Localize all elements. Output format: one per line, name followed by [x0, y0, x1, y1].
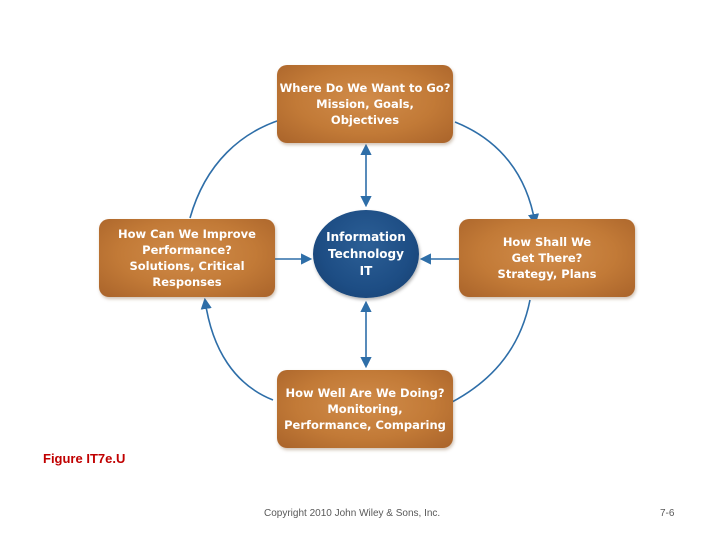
improvement-box-line-3: Solutions, Critical: [129, 259, 245, 273]
monitoring-box-line-3: Performance, Comparing: [284, 418, 446, 432]
center-line-1: Information: [326, 229, 406, 244]
copyright-notice: Copyright 2010 John Wiley & Sons, Inc.: [264, 508, 441, 519]
cycle-arrow-top-to-right: [454, 121, 540, 226]
strategy-box: How Shall We Get There? Strategy, Plans: [459, 219, 635, 297]
monitoring-box-line-2: Monitoring,: [327, 402, 403, 416]
center-line-2: Technology: [328, 246, 404, 261]
cycle-arrow-left-to-top: [189, 113, 293, 219]
center-line-3: IT: [359, 263, 373, 278]
improvement-box-line-4: Responses: [152, 275, 222, 289]
improvement-box-line-2: Performance?: [142, 243, 232, 257]
improvement-box-line-1: How Can We Improve: [118, 227, 256, 241]
goals-box-line-2: Mission, Goals,: [316, 97, 414, 111]
goals-box-line-1: Where Do We Want to Go?: [279, 81, 451, 95]
cycle-arrow-right-to-bottom: [437, 299, 531, 410]
goals-box: Where Do We Want to Go? Mission, Goals, …: [277, 65, 453, 143]
page-number: 7-6: [660, 508, 675, 519]
strategy-box-line-3: Strategy, Plans: [497, 267, 597, 281]
goals-box-line-3: Objectives: [330, 113, 400, 127]
strategy-box-line-2: Get There?: [511, 251, 583, 265]
strategy-box-line-1: How Shall We: [502, 235, 592, 249]
information-technology-circle: Information Technology IT: [313, 210, 419, 298]
monitoring-box-line-1: How Well Are We Doing?: [285, 386, 445, 400]
improvement-box: How Can We Improve Performance? Solution…: [99, 219, 275, 297]
cycle-arrow-bottom-to-left: [200, 297, 274, 401]
figure-label: Figure IT7e.U: [43, 451, 126, 466]
monitoring-box: How Well Are We Doing? Monitoring, Perfo…: [277, 370, 453, 448]
